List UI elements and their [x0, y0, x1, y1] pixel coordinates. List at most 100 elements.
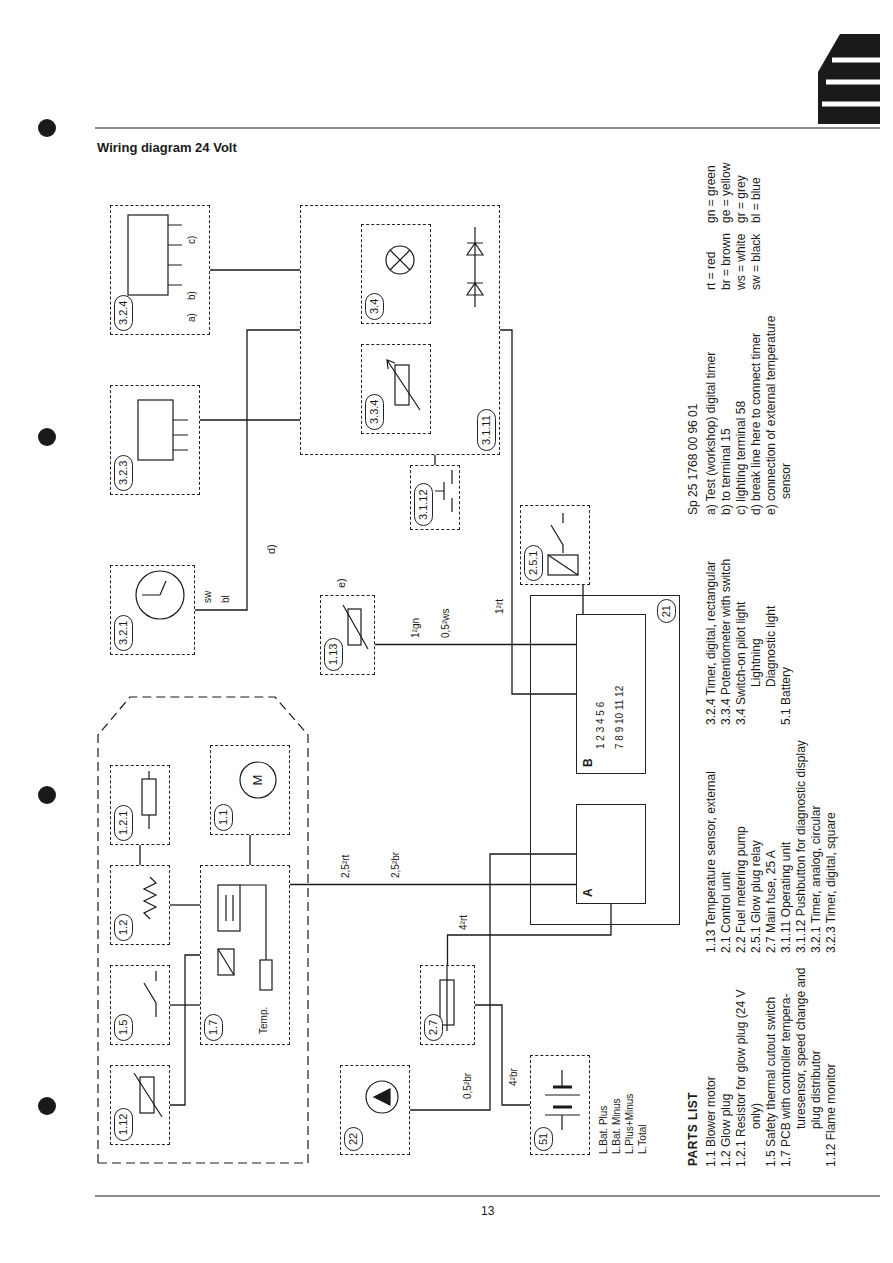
pcb-block — [218, 885, 240, 931]
callout-number: 1.1 — [214, 804, 233, 831]
callout-number: 1.12 — [114, 1108, 133, 1141]
wire — [170, 1004, 200, 1005]
terminal-label: L.Bat. Plus — [598, 1105, 610, 1155]
wire-label: 2,5²rt — [340, 854, 352, 879]
connector-letter: A — [580, 885, 596, 900]
pump-symbol — [374, 1089, 390, 1105]
component-box: 22 — [340, 1065, 410, 1155]
text-column: 1.1 Blower motor1.2 Glow plug1.2.1 Resis… — [704, 967, 839, 1167]
component-box: 1.1 — [210, 745, 290, 835]
color-code: br = brown — [719, 228, 734, 290]
punch-hole — [38, 1097, 56, 1115]
callout-number: 1.13 — [324, 638, 343, 671]
timer-pins — [168, 225, 182, 285]
color-code: ge = yellow — [719, 145, 734, 223]
rotated-drawing: 1.12 1.5 1.2 1.2.1 1.7 1.1 22 2.7 51 21A B 1.13 2.5.… — [90, 135, 890, 1175]
timer-pins — [173, 420, 188, 450]
header-rule — [95, 127, 880, 128]
callout-number: 3.1.12 — [414, 483, 433, 526]
wire-color: sw — [202, 590, 214, 604]
wire — [582, 585, 583, 614]
parts-list-entry: 1.2.1 Resistor for glow plug (24 V only) — [734, 967, 764, 1167]
digital-timer-symbol — [128, 215, 168, 295]
wire — [375, 644, 576, 645]
callout-number: 3.2.4 — [114, 295, 133, 331]
heater-housing-outline — [98, 697, 308, 1163]
analog-timer-symbol — [142, 581, 166, 595]
component-box: 51 — [530, 1055, 590, 1155]
callout-number: 1.5 — [114, 1014, 133, 1041]
wire-label: 4²rt — [458, 914, 470, 931]
potentiometer-symbol — [395, 365, 409, 405]
component-box: 3.1.113.3.43.4 — [300, 205, 500, 455]
wire — [210, 269, 300, 270]
wire-label: 1²rt — [494, 598, 506, 615]
connector-block: A — [576, 804, 646, 904]
text-column: rt = redbr = brownws = whitesw = black — [704, 228, 764, 290]
wire — [434, 455, 435, 465]
component-box: 1.2 — [110, 865, 170, 945]
parts-list-entry: 3.3.4 Potentiometer with switch — [719, 530, 734, 725]
color-code: gr = grey — [734, 145, 749, 223]
punch-hole — [38, 119, 56, 137]
wire — [170, 955, 200, 1105]
page-number: 13 — [480, 1204, 495, 1218]
footnote: e) connection of external temperature se… — [764, 300, 794, 515]
footnote: d) break line here to connect timer — [749, 300, 764, 515]
parts-list-entry: 1.13 Temperature sensor, external — [704, 738, 719, 953]
pin-numbers: 1 2 3 4 5 6 — [595, 701, 607, 750]
component-box: 1.2.1 — [110, 765, 170, 845]
component-box: 2.5.1 — [520, 505, 590, 585]
battery-symbol — [545, 1070, 580, 1130]
callout-number: 22 — [344, 1127, 363, 1151]
diode-symbol — [467, 227, 483, 307]
thermistor-symbol — [134, 1073, 162, 1117]
callout-number: 1.7 — [204, 1014, 223, 1041]
resistor-symbol — [142, 779, 156, 815]
component-box: 1.12 — [110, 1065, 170, 1145]
thermistor-symbol — [140, 1077, 154, 1113]
wire — [500, 330, 576, 694]
pin-marker: c) — [186, 235, 198, 245]
text-column: Sp 25 1768 00 96 01a) Test (workshop) di… — [686, 300, 794, 515]
parts-list-entry: 3.1.12 Pushbutton for diagnostic display — [794, 738, 809, 953]
potentiometer-symbol — [387, 360, 420, 410]
callout-number: 2.7 — [424, 1014, 443, 1041]
component-box: 3.2.3 — [110, 385, 200, 495]
callout-number: 51 — [534, 1127, 553, 1151]
parts-list-entry: 3.2.3 Timer, digital, square — [824, 738, 839, 953]
company-logo — [818, 34, 880, 124]
pin-marker: b) — [186, 290, 198, 301]
text-column: 3.2.4 Timer, digital, rectangular3.3.4 P… — [704, 530, 794, 725]
pcb-trace — [240, 885, 266, 960]
wire — [410, 854, 576, 1110]
drawing-number: Sp 25 1768 00 96 01 — [686, 300, 701, 515]
connector-block: B — [576, 614, 646, 774]
parts-list-entry: 1.12 Flame monitor — [824, 967, 839, 1167]
terminal-label: L.Total — [637, 1124, 649, 1155]
symbols — [98, 215, 580, 1163]
callout-number: 3.3.4 — [365, 394, 384, 430]
parts-list-entry: 5.1 Battery — [779, 530, 794, 725]
parts-list-entry: 3.2.4 Timer, digital, rectangular — [704, 530, 719, 725]
relay-symbol — [218, 949, 234, 975]
relay-contact-symbol — [551, 513, 563, 553]
wire-label: 1²gn — [410, 617, 422, 639]
pcb-text: Temp. — [258, 1006, 270, 1035]
callout-number: 1.2 — [114, 914, 133, 941]
wire — [249, 835, 250, 865]
wire-label: 2,5²br — [390, 851, 402, 879]
relay-coil-symbol — [548, 555, 578, 575]
footnote: a) Test (workshop) digital timer — [704, 300, 719, 515]
sensor-symbol — [260, 960, 272, 990]
parts-list-entry: 1.2 Glow plug — [719, 967, 734, 1167]
color-code: gn = green — [704, 145, 719, 223]
connector-letter: B — [580, 755, 596, 770]
callout-number: 21 — [657, 599, 676, 623]
resistor-symbol — [148, 771, 149, 829]
callout-number: 3.2.3 — [114, 455, 133, 491]
footnote: c) lighting terminal 58 — [734, 300, 749, 515]
wire — [139, 845, 140, 865]
parts-list-entry: Diagnostic light — [764, 530, 779, 725]
company-logo — [822, 60, 880, 104]
